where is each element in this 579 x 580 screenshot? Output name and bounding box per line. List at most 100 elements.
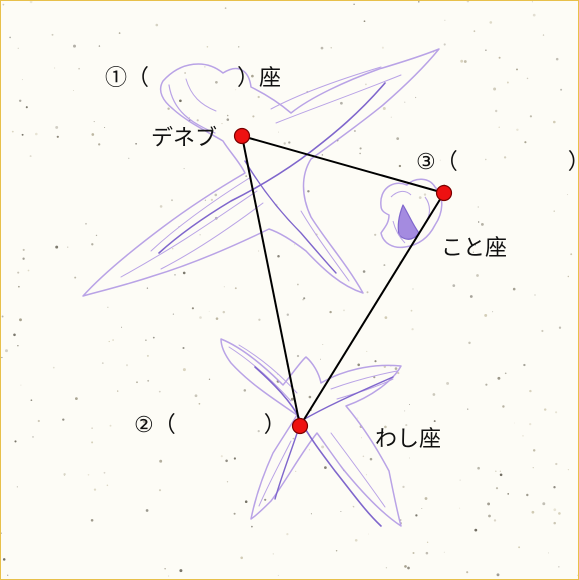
background-star-dot (368, 533, 369, 535)
background-star-dot (466, 1, 470, 3)
background-star-dot (404, 565, 407, 568)
background-star-dot (504, 372, 507, 375)
background-star-dot (512, 287, 516, 291)
background-star-dot (191, 307, 194, 310)
background-star-dot (146, 354, 149, 357)
background-star-dot (507, 493, 510, 495)
background-star-dot (146, 287, 149, 289)
background-star-dot (396, 137, 400, 140)
background-star-dot (179, 569, 183, 573)
background-star-dot (553, 486, 556, 489)
background-star-dot (95, 234, 98, 237)
background-star-dot (90, 519, 94, 522)
background-star-dot (258, 318, 261, 321)
background-star-dot (498, 56, 501, 59)
background-star-dot (264, 498, 267, 501)
background-star-dot (9, 36, 11, 39)
background-star-dot (18, 99, 22, 103)
background-star-dot (496, 573, 500, 577)
background-star-dot (555, 57, 559, 61)
background-star-dot (485, 158, 487, 161)
background-star-dot (5, 349, 8, 353)
background-star-dot (560, 88, 563, 91)
background-star-dot (558, 326, 562, 329)
background-star-dot (489, 21, 493, 24)
background-star-dot (243, 389, 247, 392)
background-star-dot (13, 333, 16, 337)
background-star-dot (198, 402, 201, 405)
background-star-dot (405, 424, 408, 427)
background-star-dot (400, 519, 402, 521)
background-star-dot (179, 99, 182, 103)
background-star-dot (168, 575, 170, 577)
background-star-dot (11, 130, 14, 133)
background-star-dot (553, 210, 555, 212)
background-star-dot (17, 47, 19, 49)
background-star-dot (224, 7, 227, 9)
background-star-dot (292, 437, 295, 440)
background-star-dot (277, 255, 280, 258)
background-star-dot (226, 118, 230, 121)
background-star-dot (359, 152, 361, 155)
background-star-dot (424, 497, 428, 500)
background-star-dot (98, 143, 101, 146)
background-star-dot (22, 248, 25, 251)
background-star-dot (62, 418, 65, 421)
question-3-label: ③（ ） (416, 149, 579, 174)
background-star-dot (237, 46, 240, 48)
background-star-dot (245, 175, 248, 177)
background-star-dot (293, 243, 296, 246)
background-star-dot (340, 101, 343, 105)
triangle-edge-deneb-vega (241, 135, 445, 194)
background-star-dot (221, 123, 223, 125)
background-star-dot (215, 317, 219, 320)
background-star-dot (385, 567, 388, 569)
background-star-dot (542, 502, 546, 506)
background-star-dot (409, 404, 410, 405)
background-star-dot (310, 513, 312, 515)
background-star-dot (553, 508, 557, 512)
background-star-dot (383, 365, 386, 368)
background-star-dot (532, 449, 536, 452)
lyra-label: こと座 (441, 235, 508, 260)
background-star-dot (495, 109, 498, 113)
background-star-dot (35, 132, 38, 136)
background-star-dot (570, 253, 573, 256)
background-star-dot (526, 493, 529, 497)
background-star-dot (439, 159, 441, 161)
background-star-dot (373, 376, 376, 379)
background-star-dot (52, 366, 55, 369)
background-star-dot (365, 83, 367, 86)
background-star-dot (121, 326, 123, 328)
background-star-dot (252, 115, 255, 118)
background-star-dot (473, 30, 476, 33)
background-star-dot (522, 435, 524, 437)
background-star-dot (523, 363, 526, 367)
background-star-dot (101, 362, 104, 364)
background-star-dot (104, 126, 106, 129)
background-star-dot (1, 315, 4, 318)
background-star-dot (152, 336, 155, 339)
background-star-dot (184, 72, 186, 74)
background-star-dot (109, 424, 112, 427)
background-star-dot (87, 473, 90, 476)
background-star-dot (410, 309, 413, 312)
background-star-dot (164, 568, 166, 570)
background-star-dot (366, 291, 369, 294)
background-star-dot (469, 295, 473, 298)
background-star-dot (308, 395, 312, 399)
background-star-dot (426, 541, 429, 543)
background-star-dot (194, 394, 198, 398)
background-star-dot (529, 389, 532, 393)
background-star-dot (360, 437, 362, 439)
background-star-dot (112, 339, 114, 341)
background-star-dot (283, 142, 286, 145)
background-star-dot (363, 20, 366, 23)
background-star-dot (296, 354, 300, 358)
background-star-dot (117, 390, 119, 392)
background-star-dot (286, 533, 289, 536)
background-star-dot (172, 313, 175, 315)
background-star-dot (412, 288, 414, 290)
background-star-dot (93, 488, 97, 491)
